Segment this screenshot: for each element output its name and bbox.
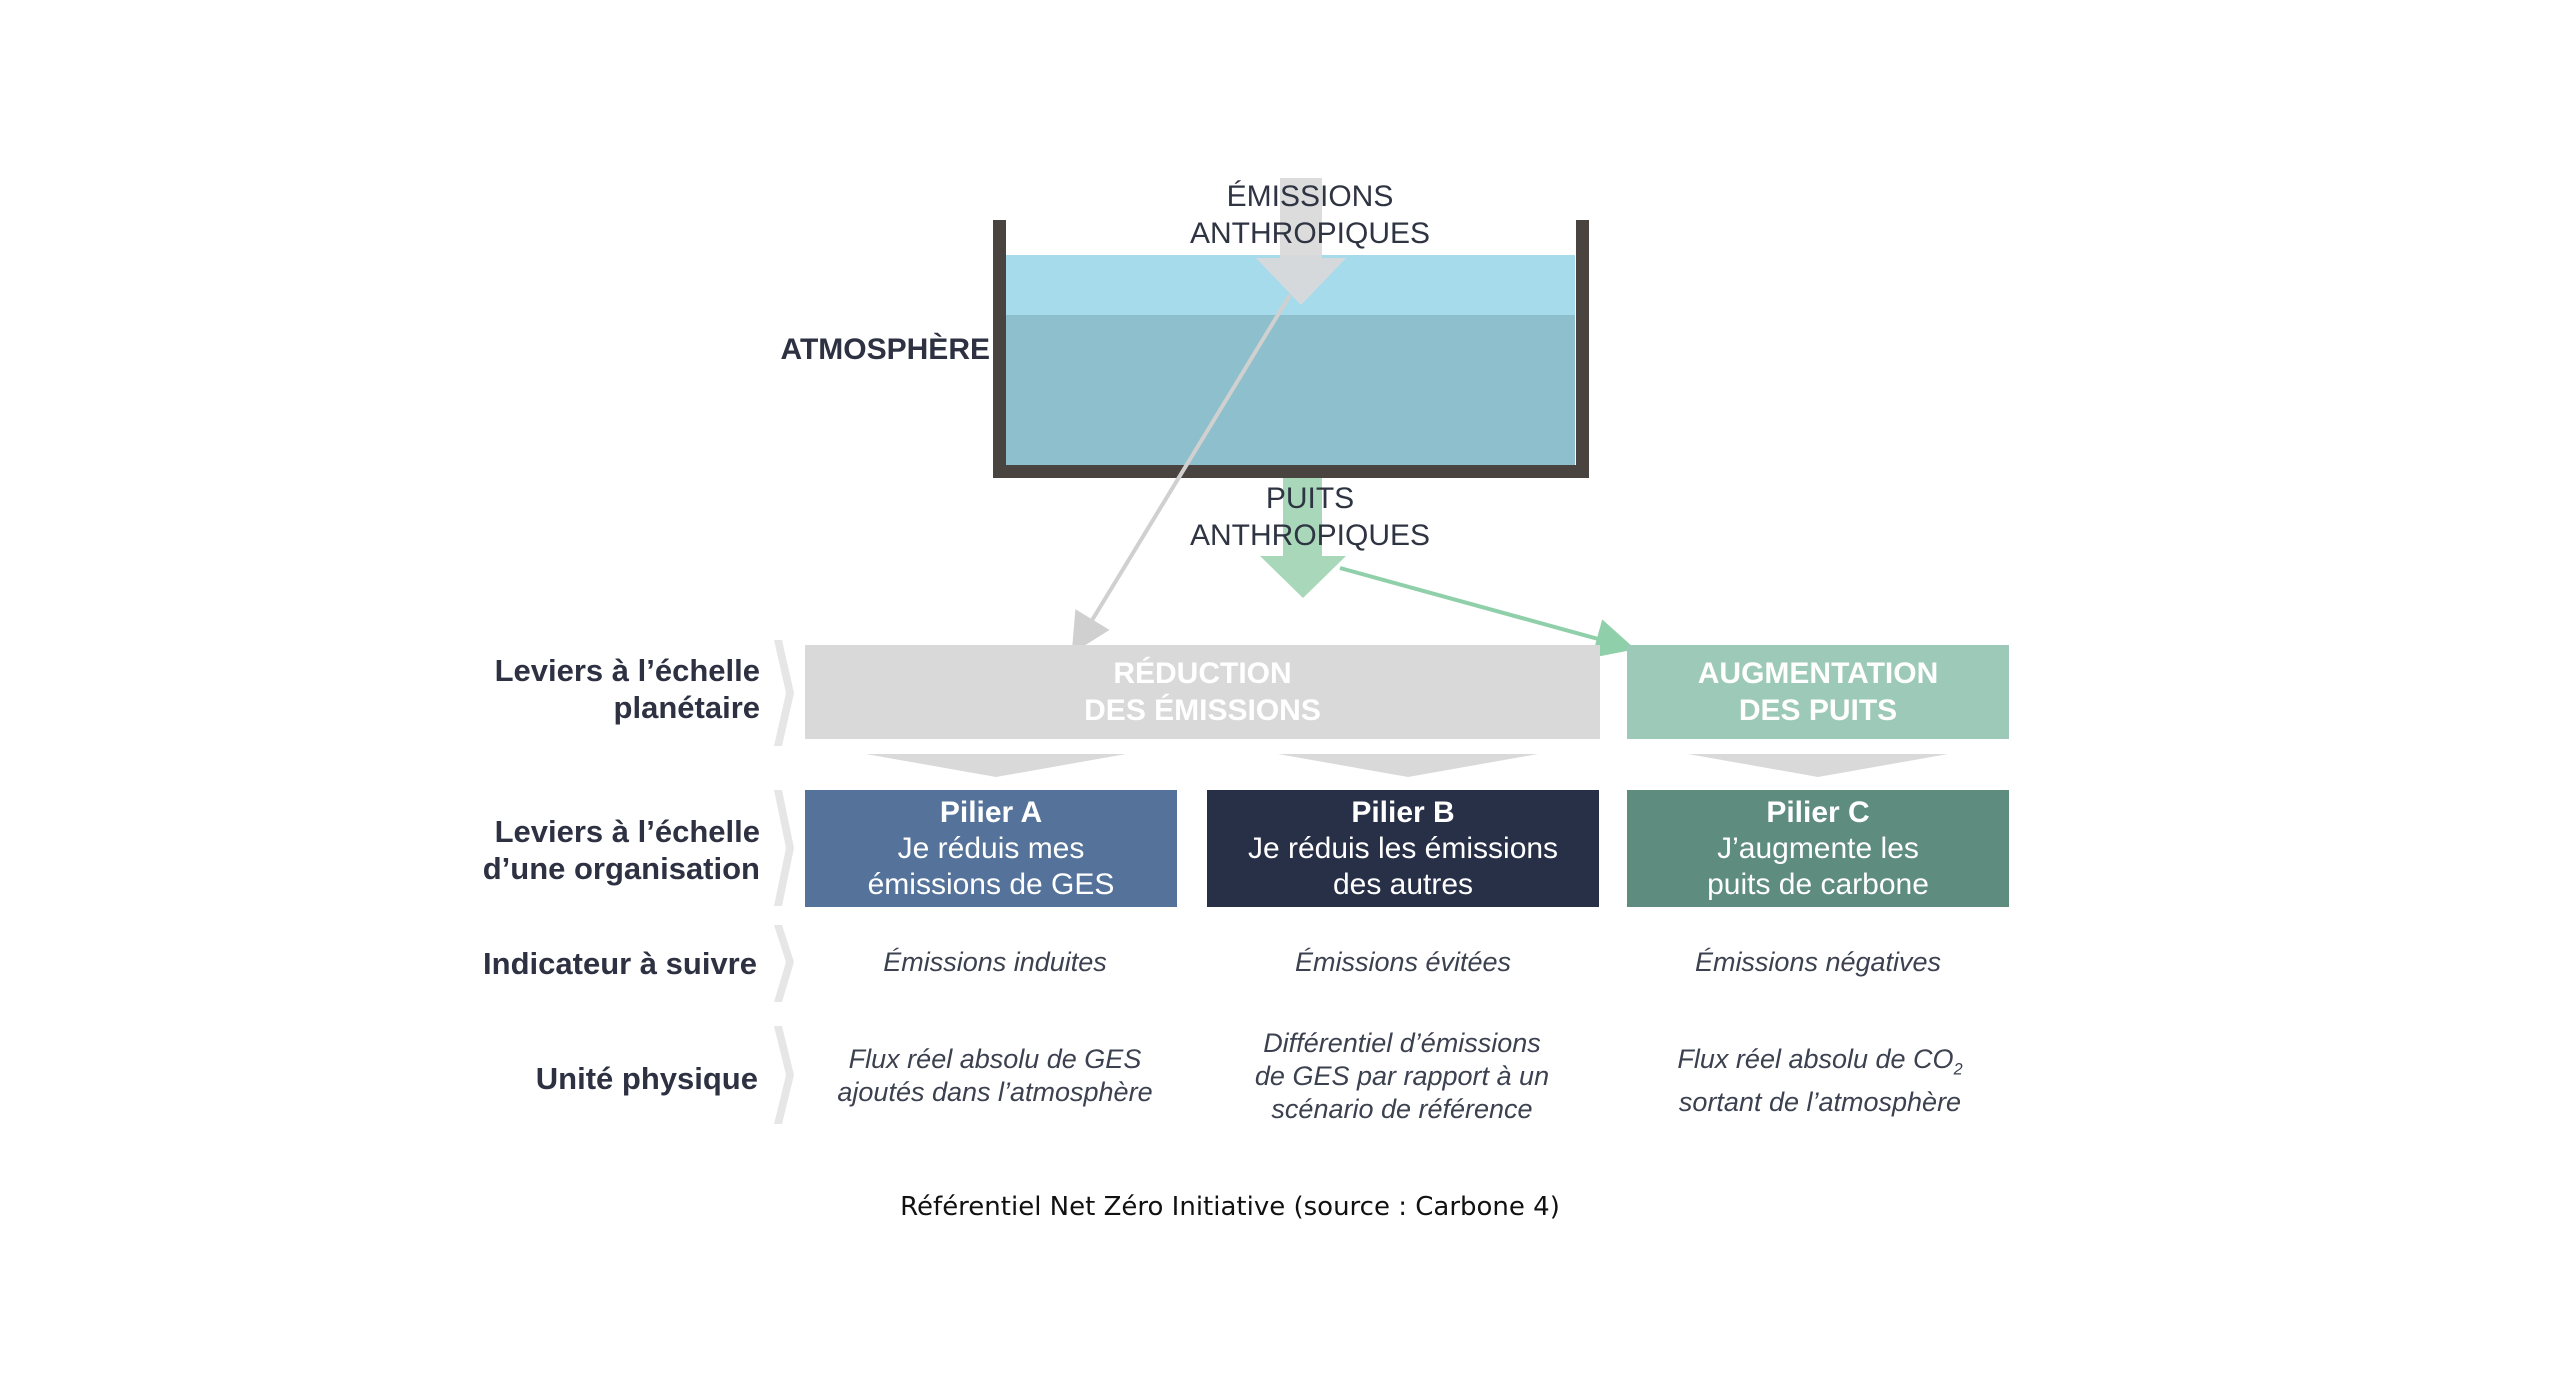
chevron-down-c [1688,754,1948,777]
row-label-organisation: Leviers à l’échelle d’une organisation [420,813,760,887]
pilier-b-box [1207,790,1599,907]
unit-b: Différentiel d’émissions de GES par rapp… [1207,1027,1597,1126]
sinks-label-line1: PUITS [1265,482,1355,515]
sinks-outflow-arrow [1260,478,1346,598]
increase-box-label: AUGMENTATION DES PUITS [1627,645,2009,739]
figure-caption: Référentiel Net Zéro Initiative (source … [900,1192,1560,1222]
pilier-b-line1: Je réduis les émissions [1247,831,1559,865]
unit-c-subscript: 2 [1953,1060,1963,1079]
pilier-c-text: Pilier C J’augmente les puits de carbone [1627,790,2009,907]
increase-label-line1: AUGMENTATION [1697,657,1939,690]
indicator-a: Émissions induites [883,947,1107,977]
row-label-organisation-line1: Leviers à l’échelle [494,814,760,849]
unit-a: Flux réel absolu de GES ajoutés dans l’a… [800,1043,1190,1109]
row-label-planetary-line1: Leviers à l’échelle [494,653,760,688]
row-label-unit: Unité physique [535,1061,758,1096]
pilier-a-box [805,790,1177,907]
sinks-label-line2: ANTHROPIQUES [1189,519,1431,552]
unit-c-line2: sortant de l’atmosphère [1678,1087,1962,1118]
row-chevron-planetary [774,640,794,746]
unit-b-line2: de GES par rapport à un [1254,1061,1550,1091]
pilier-c-line1: J’augmente les [1717,831,1919,865]
row-chevron-unit [774,1026,794,1124]
increase-box [1627,645,2009,739]
pilier-a-title: Pilier A [939,795,1043,829]
row-label-planetary: Leviers à l’échelle planétaire [420,652,760,726]
unit-c-line1: Flux réel absolu de CO2 [1620,1043,2020,1086]
unit-a-line2: ajoutés dans l’atmosphère [837,1077,1153,1107]
reduction-box-label: RÉDUCTION DES ÉMISSIONS [805,645,1600,739]
increase-link-arrow [1339,566,1636,658]
sinks-label: PUITS ANTHROPIQUES [1150,480,1470,554]
pilier-a-line2: émissions de GES [867,867,1115,901]
reduction-box [805,645,1600,739]
indicator-c: Émissions négatives [1694,947,1942,977]
emissions-label: ÉMISSIONS ANTHROPIQUES [1150,178,1470,252]
reduction-link-arrow [1071,293,1292,654]
row-label-organisation-line2: d’une organisation [482,851,760,886]
row-label-indicator: Indicateur à suivre [483,946,757,981]
pilier-a-text: Pilier A Je réduis mes émissions de GES [805,790,1177,907]
pilier-b-title: Pilier B [1351,795,1455,829]
pilier-b-text: Pilier B Je réduis les émissions des aut… [1207,790,1599,907]
reduction-label-line1: RÉDUCTION [1113,657,1292,690]
water-body-layer [1005,315,1575,465]
pilier-b-line2: des autres [1332,867,1474,901]
pilier-c-line2: puits de carbone [1707,867,1929,901]
emissions-label-line1: ÉMISSIONS [1226,180,1394,213]
emissions-inflow-arrow [1256,178,1346,305]
chevron-down-b [1278,754,1538,777]
tank-bottom-wall [993,465,1589,478]
row-label-planetary-line2: planétaire [613,690,760,725]
unit-b-line1: Différentiel d’émissions [1263,1028,1541,1058]
pilier-a-line1: Je réduis mes [897,831,1085,865]
row-chevron-indicator [774,925,794,1002]
row-chevron-organisation [774,790,794,906]
tank-left-wall [993,220,1006,475]
increase-label-line2: DES PUITS [1738,694,1898,727]
pilier-c-title: Pilier C [1766,795,1870,829]
unit-b-line3: scénario de référence [1271,1094,1533,1124]
reduction-label-line2: DES ÉMISSIONS [1084,694,1321,727]
chevron-down-a [866,754,1126,777]
tank-right-wall [1576,220,1589,475]
unit-a-line1: Flux réel absolu de GES [848,1044,1142,1074]
emissions-label-line2: ANTHROPIQUES [1189,217,1431,250]
unit-c-line1-text: Flux réel absolu de CO [1677,1044,1954,1074]
pilier-c-box [1627,790,2009,907]
unit-c: Flux réel absolu de CO2 sortant de l’atm… [1620,1043,2020,1119]
atmosphere-label: ATMOSPHÈRE [780,333,990,366]
indicator-b: Émissions évitées [1294,947,1512,977]
